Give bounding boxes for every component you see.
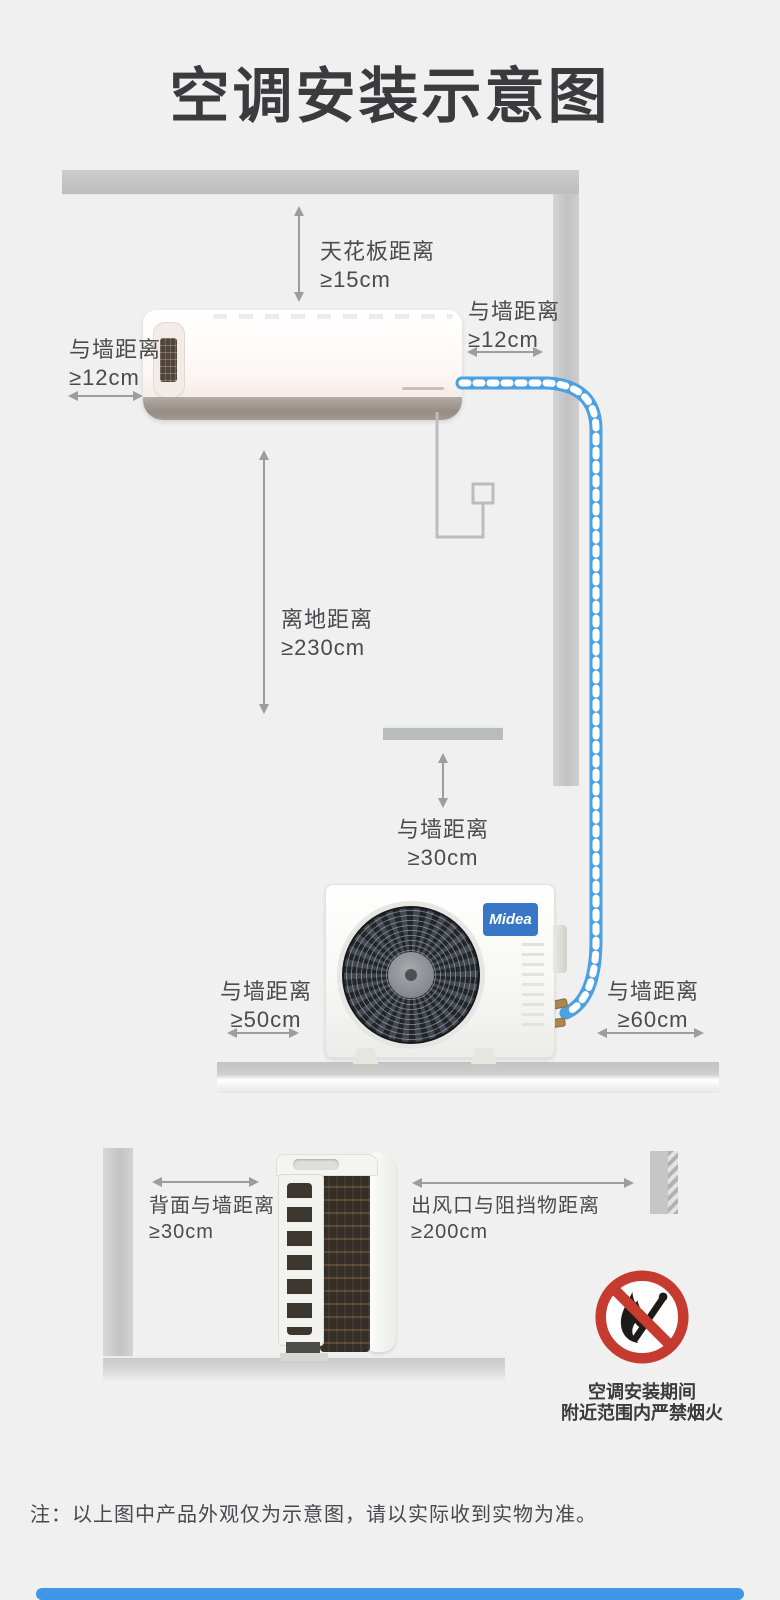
footnote: 注：以上图中产品外观仅为示意图，请以实际收到实物为准。 — [30, 1504, 597, 1526]
label-text: 与墙距离 — [69, 337, 162, 362]
side-view-panel — [366, 1152, 396, 1352]
outdoor-unit-foot — [352, 1048, 379, 1067]
label-value: ≥30cm — [407, 845, 479, 870]
outdoor-right-wall-label: 与墙距离 ≥60cm — [607, 978, 699, 1034]
indoor-unit — [143, 310, 462, 420]
outdoor-top-wall-arrow — [438, 753, 448, 808]
floor-distance-label: 离地距离 ≥230cm — [281, 606, 373, 662]
outdoor-left-wall-label: 与墙距离 ≥50cm — [220, 978, 312, 1034]
no-fire-icon — [595, 1270, 689, 1364]
pipe-connection-bracket — [553, 925, 567, 973]
indoor-unit-bottom-band — [143, 397, 462, 420]
ceiling-distance-arrow — [294, 206, 304, 302]
obstruction-bar — [650, 1151, 678, 1214]
back-grille-slots — [287, 1183, 312, 1335]
label-text: 天花板距离 — [320, 239, 436, 264]
side-view-foot-base — [280, 1353, 328, 1361]
label-value: ≥12cm — [69, 365, 140, 390]
label-value: ≥200cm — [411, 1221, 489, 1243]
overhang-bar — [383, 725, 503, 740]
hatch-pattern — [668, 1151, 678, 1214]
remote-cord — [435, 412, 495, 539]
label-text: 背面与墙距离 — [149, 1195, 275, 1217]
midea-logo: Midea — [483, 903, 538, 936]
label-value: ≥30cm — [149, 1221, 214, 1243]
indoor-unit-vents — [213, 314, 453, 319]
label-text: 出风口与阻挡物距离 — [411, 1195, 600, 1217]
label-value: ≥60cm — [617, 1007, 689, 1032]
indoor-left-wall-arrow — [68, 391, 143, 401]
indoor-unit-display-panel — [153, 322, 185, 398]
label-text: 离地距离 — [281, 607, 374, 632]
side-outlet-label: 出风口与阻挡物距离 ≥200cm — [411, 1193, 600, 1245]
indoor-right-wall-label: 与墙距离 ≥12cm — [468, 298, 560, 354]
page-title: 空调安装示意图 — [169, 63, 611, 130]
label-text: 与墙距离 — [606, 979, 700, 1004]
label-text: 与墙距离 — [396, 817, 490, 842]
side-outlet-arrow — [412, 1178, 634, 1188]
outdoor-top-wall-label: 与墙距离 ≥30cm — [397, 816, 489, 872]
condenser-coil — [320, 1160, 370, 1352]
side-back-wall-label: 背面与墙距离 ≥30cm — [149, 1193, 275, 1245]
warning-line1: 空调安装期间 — [588, 1382, 696, 1402]
indoor-left-wall-label: 与墙距离 ≥12cm — [69, 336, 161, 392]
label-value: ≥12cm — [468, 327, 539, 352]
back-grille-frame — [278, 1174, 324, 1346]
label-value: ≥15cm — [320, 267, 391, 292]
floor-distance-arrow — [259, 450, 269, 714]
outdoor-unit: Midea — [325, 884, 567, 1058]
handle-indent — [293, 1159, 339, 1170]
side-louvers — [522, 943, 544, 1027]
label-text: 与墙距离 — [219, 979, 313, 1004]
right-wall-bar — [553, 194, 579, 786]
bottom-accent-bar — [36, 1588, 744, 1600]
ceiling-distance-label: 天花板距离 ≥15cm — [320, 238, 435, 294]
warning-line2: 附近范围内严禁烟火 — [561, 1403, 723, 1423]
bottom-left-wall-bar — [103, 1148, 133, 1360]
fan-hub — [388, 952, 434, 998]
indoor-unit-screen — [160, 338, 177, 382]
outdoor-unit-foot — [470, 1048, 497, 1067]
ceiling-bar — [62, 170, 579, 194]
side-back-wall-arrow — [152, 1177, 259, 1187]
side-view-foot — [286, 1342, 320, 1356]
outdoor-floor-bar — [217, 1062, 719, 1093]
side-view-top-cap — [276, 1154, 378, 1176]
indoor-unit-logo-mark — [402, 387, 444, 390]
label-value: ≥230cm — [281, 635, 366, 660]
warning-caption: 空调安装期间 附近范围内严禁烟火 — [561, 1382, 723, 1424]
outdoor-fan — [337, 901, 485, 1049]
label-value: ≥50cm — [230, 1007, 302, 1032]
outdoor-unit-side-view — [270, 1148, 400, 1362]
label-text: 与墙距离 — [468, 299, 561, 324]
